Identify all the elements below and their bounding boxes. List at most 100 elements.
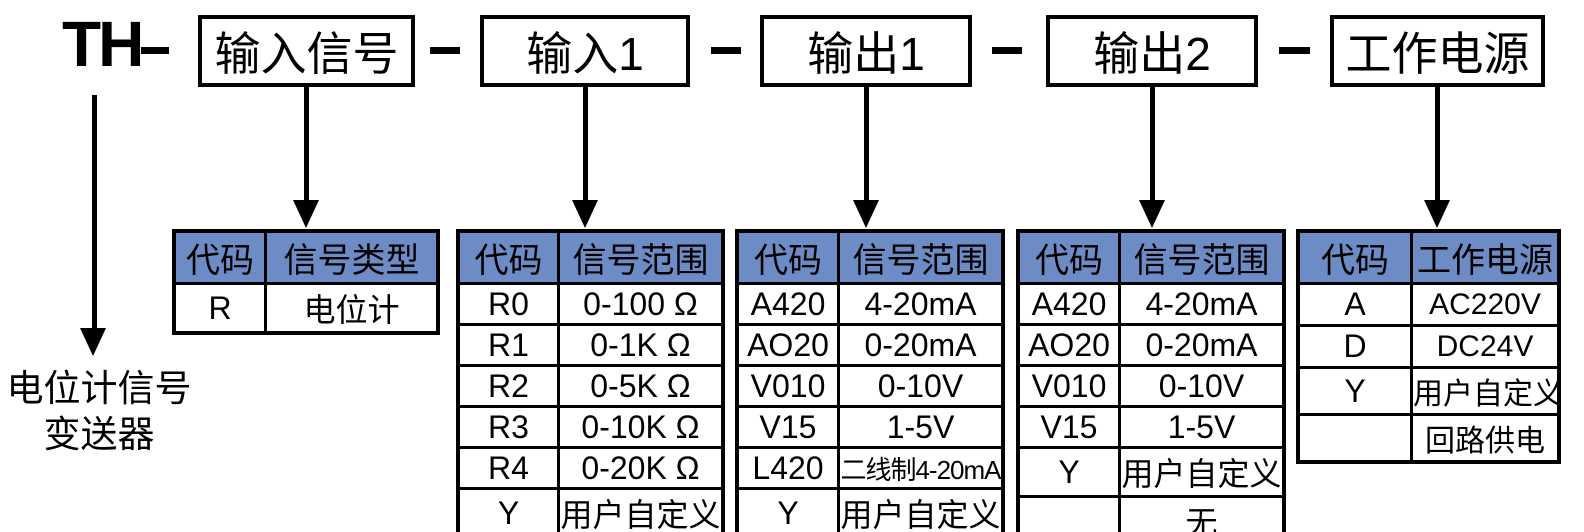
- segment-label: 工作电源: [1345, 28, 1530, 80]
- code-cell: AO20: [735, 323, 840, 367]
- value-header: 信号范围: [837, 229, 1005, 285]
- segment-box-input-signal: 输入信号: [198, 15, 415, 87]
- dash-separator: [430, 47, 460, 54]
- code-cell: V010: [1016, 364, 1121, 408]
- value-cell: DC24V: [1410, 324, 1561, 369]
- value-cell: 用户自定义: [1410, 366, 1561, 416]
- value-header: 信号范围: [1118, 229, 1286, 285]
- segment-label: 输入信号: [214, 28, 399, 80]
- table-row: 无: [1016, 495, 1286, 532]
- arrow-down-icon: [293, 200, 319, 228]
- value-cell: 0-20mA: [1118, 323, 1286, 367]
- code-cell: A420: [735, 282, 840, 326]
- value-cell: 0-10K Ω: [557, 405, 725, 449]
- code-cell: [1016, 495, 1121, 532]
- table-row: 回路供电: [1296, 413, 1561, 464]
- arrow-down-icon: [1139, 200, 1165, 228]
- dash-separator: [141, 47, 169, 54]
- segment-label: 输出1: [807, 28, 925, 80]
- code-cell: R3: [456, 405, 560, 449]
- table-header-row: 代码 工作电源: [1296, 229, 1561, 285]
- segment-label: 输入1: [526, 28, 644, 80]
- arrow-down-icon: [572, 200, 598, 228]
- value-cell: 4-20mA: [837, 282, 1005, 326]
- value-cell: 无: [1118, 495, 1286, 532]
- code-header: 代码: [172, 229, 267, 285]
- model-description-line2: 变送器: [43, 414, 155, 455]
- code-cell: V010: [735, 364, 840, 408]
- value-cell: 回路供电: [1410, 413, 1561, 464]
- value-cell: 用户自定义: [837, 487, 1005, 532]
- value-cell: 0-10V: [837, 364, 1005, 408]
- code-header: 代码: [1296, 229, 1413, 285]
- value-cell: 0-20mA: [837, 323, 1005, 367]
- segment-box-power: 工作电源: [1330, 15, 1545, 87]
- arrow-down-icon: [1424, 200, 1450, 228]
- code-cell: L420: [735, 446, 840, 490]
- arrow-line: [304, 87, 309, 202]
- table-header-row: 代码 信号范围: [456, 229, 725, 285]
- code-cell: [1296, 413, 1413, 464]
- code-cell: V15: [735, 405, 840, 449]
- code-cell: Y: [1016, 446, 1121, 498]
- value-cell: 0-100 Ω: [557, 282, 725, 326]
- arrow-line: [92, 95, 97, 330]
- value-cell: 1-5V: [837, 405, 1005, 449]
- value-cell: 用户自定义: [557, 487, 725, 532]
- value-cell: 1-5V: [1118, 405, 1286, 449]
- model-description-line1: 电位计信号: [6, 368, 192, 409]
- value-cell: 0-10V: [1118, 364, 1286, 408]
- code-cell: V15: [1016, 405, 1121, 449]
- code-header: 代码: [456, 229, 560, 285]
- code-cell: Y: [735, 487, 840, 532]
- code-cell: R0: [456, 282, 560, 326]
- value-header: 工作电源: [1410, 229, 1561, 285]
- code-cell: R1: [456, 323, 560, 367]
- value-cell: 0-5K Ω: [557, 364, 725, 408]
- segment-box-input1: 输入1: [480, 15, 690, 87]
- value-cell: 二线制4-20mA: [837, 446, 1005, 490]
- arrow-line: [583, 87, 588, 202]
- code-cell: R: [172, 282, 267, 335]
- code-cell: AO20: [1016, 323, 1121, 367]
- code-cell: R2: [456, 364, 560, 408]
- value-cell: 0-1K Ω: [557, 323, 725, 367]
- code-cell: Y: [456, 487, 560, 532]
- table-header-row: 代码 信号范围: [1016, 229, 1286, 285]
- segment-box-output2: 输出2: [1046, 15, 1258, 87]
- value-cell: 电位计: [264, 282, 440, 335]
- value-cell: 4-20mA: [1118, 282, 1286, 326]
- dash-separator: [711, 47, 741, 54]
- value-cell: AC220V: [1410, 282, 1561, 327]
- value-cell: 用户自定义: [1118, 446, 1286, 498]
- segment-label: 输出2: [1093, 28, 1211, 80]
- model-description: 电位计信号 变送器: [0, 366, 198, 458]
- arrow-line: [864, 87, 869, 202]
- value-header: 信号范围: [557, 229, 725, 285]
- table-header-row: 代码 信号类型: [172, 229, 440, 285]
- code-cell: R4: [456, 446, 560, 490]
- dash-separator: [992, 47, 1022, 54]
- code-cell: Y: [1296, 366, 1413, 416]
